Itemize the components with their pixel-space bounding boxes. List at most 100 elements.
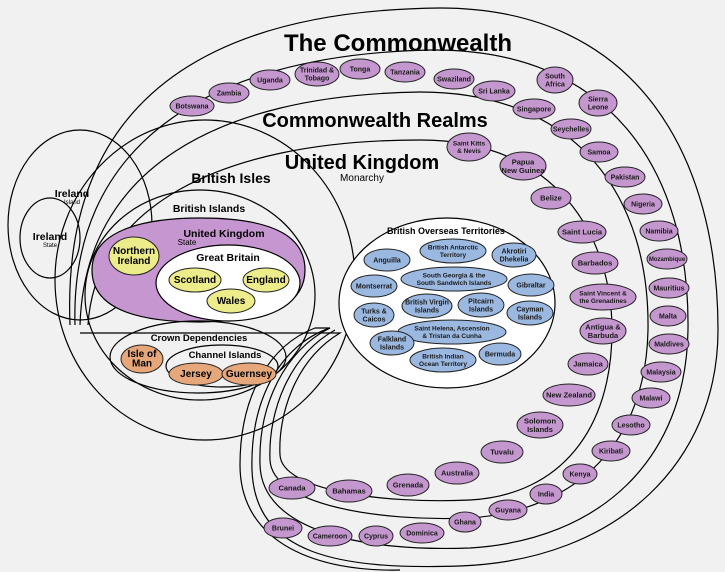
node-shape xyxy=(604,166,646,188)
node-shape xyxy=(491,242,537,268)
node-anguilla: Anguilla xyxy=(363,248,411,272)
node-belize: Belize xyxy=(530,186,572,210)
node-label: New Zealand xyxy=(546,391,592,400)
node-grenada: Grenada xyxy=(386,473,430,497)
node-shape xyxy=(401,293,453,319)
node-bahamas: Bahamas xyxy=(325,479,373,503)
node-label: Uganda xyxy=(257,77,283,84)
node-shape xyxy=(325,479,373,503)
node-shape xyxy=(263,517,303,539)
node-shape xyxy=(419,238,487,264)
node-uganda: Uganda xyxy=(249,69,291,91)
node-shape xyxy=(648,277,690,299)
node-malta: Malta xyxy=(649,305,687,327)
node-shape xyxy=(221,362,277,386)
node-saint-kitts-nevis: Saint Kitts& Nevis xyxy=(446,132,492,162)
node-shape xyxy=(268,476,316,500)
great-britain-title: Great Britain xyxy=(196,252,260,264)
node-label: Ghana xyxy=(454,519,476,526)
node-label: Mozambique xyxy=(649,257,686,263)
node-shape xyxy=(457,292,505,318)
node-shape xyxy=(399,522,445,544)
node-label: Malta xyxy=(659,313,677,320)
node-shape xyxy=(249,69,291,91)
node-shape xyxy=(208,82,250,104)
node-label: Turks & xyxy=(361,309,387,316)
node-australia: Australia xyxy=(434,461,480,485)
node-shape xyxy=(640,361,682,383)
node-shape xyxy=(384,61,426,83)
uk-monarchy-region xyxy=(80,139,613,502)
node-shape xyxy=(294,61,340,87)
node-shape xyxy=(542,383,596,407)
uk-monarchy-title: United Kingdom xyxy=(285,152,439,174)
crown-dependencies-region xyxy=(109,320,287,394)
node-cameroon: Cameroon xyxy=(307,525,353,547)
ireland-state-sublabel: State xyxy=(43,243,58,249)
node-label: Akrotiri xyxy=(502,249,527,256)
node-mauritius: Mauritius xyxy=(648,277,690,299)
node-label: Bermuda xyxy=(485,351,515,358)
node-shape xyxy=(369,330,415,356)
node-shape xyxy=(206,288,256,314)
node-label: Sierra xyxy=(588,97,608,104)
node-shape xyxy=(623,193,663,215)
node-india: India xyxy=(529,483,563,505)
node-label: Maldives xyxy=(654,341,684,348)
node-swaziland: Swaziland xyxy=(433,68,475,90)
node-shape xyxy=(339,58,381,80)
node-shape xyxy=(120,344,164,374)
node-label: Anguilla xyxy=(373,257,401,264)
node-label: Kiribati xyxy=(599,448,623,455)
node-tuvalu: Tuvalu xyxy=(480,440,524,464)
node-pakistan: Pakistan xyxy=(604,166,646,188)
node-label: Sri Lanka xyxy=(478,88,510,95)
node-label: the Grenadines xyxy=(579,298,627,305)
node-ghana: Ghana xyxy=(448,511,482,533)
node-label: Antigua & xyxy=(585,322,621,331)
node-label: British Virgin xyxy=(405,300,449,307)
overseas-title: British Overseas Territories xyxy=(387,226,505,236)
node-shape xyxy=(578,89,618,117)
node-wales: Wales xyxy=(206,288,256,314)
node-cyprus: Cyprus xyxy=(358,525,394,547)
node-label: Tonga xyxy=(350,66,371,73)
node-shape xyxy=(571,251,619,275)
node-montserrat: Montserrat xyxy=(350,274,398,298)
node-shape xyxy=(639,220,679,242)
channel-islands-title: Channel Islands xyxy=(189,350,262,361)
node-label: British Indian xyxy=(422,354,464,361)
uk-state-title: United Kingdom xyxy=(183,228,264,240)
node-tonga: Tonga xyxy=(339,58,381,80)
node-trinidad-tobago: Trinidad &Tobago xyxy=(294,61,340,87)
british-isles-title: British Isles xyxy=(191,170,271,186)
node-label: Barbados xyxy=(578,259,613,268)
node-saint-helena-ascension-tristan-da-cunha: Saint Helena, Ascension& Tristan da Cunh… xyxy=(397,319,507,345)
node-label: British Antarctic xyxy=(428,245,479,252)
node-shape xyxy=(433,68,475,90)
british-islands-title: British Islands xyxy=(173,203,246,215)
commonwealth-title: The Commonwealth xyxy=(284,30,512,57)
node-antigua-barbuda: Antigua &Barbuda xyxy=(579,317,627,345)
node-malaysia: Malaysia xyxy=(640,361,682,383)
node-label: South Georgia & the xyxy=(423,273,486,280)
node-label: Islands xyxy=(527,425,553,434)
node-shape xyxy=(448,511,482,533)
node-tanzania: Tanzania xyxy=(384,61,426,83)
node-label: Africa xyxy=(545,81,565,88)
node-label: Cayman xyxy=(516,307,543,314)
node-malawi: Malawi xyxy=(631,387,671,409)
node-label: Samoa xyxy=(588,149,611,156)
node-label: Namibia xyxy=(645,228,672,235)
node-label: Guernsey xyxy=(226,369,273,380)
node-label: Jamaica xyxy=(573,360,603,369)
node-label: Trinidad & xyxy=(300,68,334,75)
node-shape xyxy=(506,300,554,326)
node-lesotho: Lesotho xyxy=(611,414,651,436)
node-namibia: Namibia xyxy=(639,220,679,242)
